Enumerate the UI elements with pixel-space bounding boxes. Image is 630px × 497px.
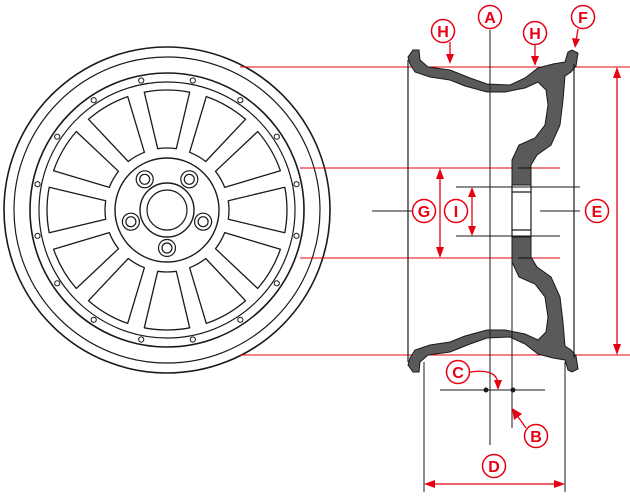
lug-hole	[183, 173, 195, 185]
spoke-window	[227, 186, 288, 234]
spoke-window	[214, 231, 282, 290]
rim-bolt	[189, 336, 196, 343]
rim-bolt	[273, 133, 280, 140]
rim-bolt	[138, 336, 145, 343]
rim-bolt	[90, 316, 97, 323]
callout-g-label: G	[418, 204, 430, 221]
rim-bolt	[90, 97, 97, 104]
tire-outer-edge	[3, 46, 331, 374]
callout-h-right-label: H	[529, 26, 541, 43]
rim-bolt	[34, 232, 41, 239]
offset-c-leader-head	[494, 380, 502, 390]
spoke-window	[214, 130, 282, 189]
lug-hole	[194, 212, 213, 231]
callout-f: F	[570, 4, 596, 30]
diameter-arrow-head-bottom	[613, 344, 621, 355]
rim-bolt	[189, 77, 196, 84]
rim-bolt	[237, 97, 244, 104]
callout-a-label: A	[484, 10, 496, 27]
rim-section-upper	[407, 49, 579, 186]
callout-f-label: F	[578, 10, 588, 27]
rim-lip-outer	[29, 72, 305, 348]
spoke-window	[52, 130, 120, 189]
rim-bolt-ring	[34, 77, 300, 343]
callout-a: A	[477, 4, 503, 30]
lug-hole	[121, 212, 140, 231]
lug-hole	[197, 216, 209, 228]
callout-h-left-label: H	[437, 24, 449, 41]
black-dimension-lines	[372, 30, 580, 492]
lug-nut-holes	[121, 170, 213, 258]
callout-i: I	[443, 198, 469, 224]
offset-b-leader-head	[512, 408, 522, 420]
spoke-window	[52, 231, 120, 290]
callout-e: E	[584, 198, 610, 224]
spoke-windows	[46, 89, 288, 331]
offset-c-leader	[469, 370, 499, 386]
callout-h-left: H	[430, 18, 456, 44]
h-right-leader-head	[531, 56, 539, 66]
bore-arrow-head-bottom	[468, 226, 476, 236]
hub-face	[114, 157, 220, 263]
rim-section-lower	[407, 236, 579, 373]
spoke-window	[188, 257, 247, 325]
rim-bolt	[293, 181, 300, 188]
rim-bolt	[54, 280, 61, 287]
rim-bolt	[34, 181, 41, 188]
spoke-window	[143, 270, 191, 331]
spoke-window	[143, 89, 191, 150]
callout-h-right: H	[522, 20, 548, 46]
diameter-arrow-head-top	[613, 67, 621, 78]
rim-bolt	[138, 77, 145, 84]
lug-hole	[125, 216, 137, 228]
spoke-window	[46, 186, 107, 234]
callout-labels: A B C D E F G H	[411, 4, 610, 479]
lug-hole	[180, 170, 199, 189]
red-dimension-arrows	[424, 28, 621, 488]
center-bore-inner	[146, 189, 188, 231]
callout-d: D	[481, 453, 507, 479]
callout-d-label: D	[488, 459, 500, 476]
tire-inner-edge	[13, 56, 321, 364]
lug-hole	[161, 242, 173, 254]
center-bore-outer	[139, 182, 195, 238]
lug-hole	[135, 170, 154, 189]
callout-g: G	[411, 198, 437, 224]
callout-c-label: C	[452, 365, 464, 382]
hub-mounting-face	[511, 167, 532, 259]
rim-bolt	[237, 316, 244, 323]
hub-diameter-arrow-head-top	[436, 168, 444, 179]
bore-arrow-head-top	[468, 187, 476, 197]
width-arrow-head-left	[424, 480, 435, 488]
spoke-window	[87, 95, 146, 163]
offset-dot-right	[510, 387, 516, 393]
h-left-leader-head	[446, 54, 454, 64]
rim-bolt	[273, 280, 280, 287]
spoke-window	[87, 257, 146, 325]
spoke-window	[188, 95, 247, 163]
rim-lip-inner	[38, 81, 296, 339]
callout-b-label: B	[530, 429, 542, 446]
offset-dot-left	[483, 387, 489, 393]
callout-c: C	[445, 359, 471, 385]
hub-diameter-arrow-head-bottom	[436, 247, 444, 258]
width-arrow-head-right	[554, 480, 565, 488]
wheel-front-view	[3, 46, 331, 374]
flange-f-leader-head	[572, 38, 580, 48]
lug-hole	[157, 238, 177, 258]
rim-bolt	[54, 133, 61, 140]
rim-bolt	[293, 232, 300, 239]
callout-b: B	[523, 423, 549, 449]
callout-i-label: I	[454, 204, 458, 221]
lug-hole	[139, 173, 151, 185]
callout-e-label: E	[592, 204, 603, 221]
